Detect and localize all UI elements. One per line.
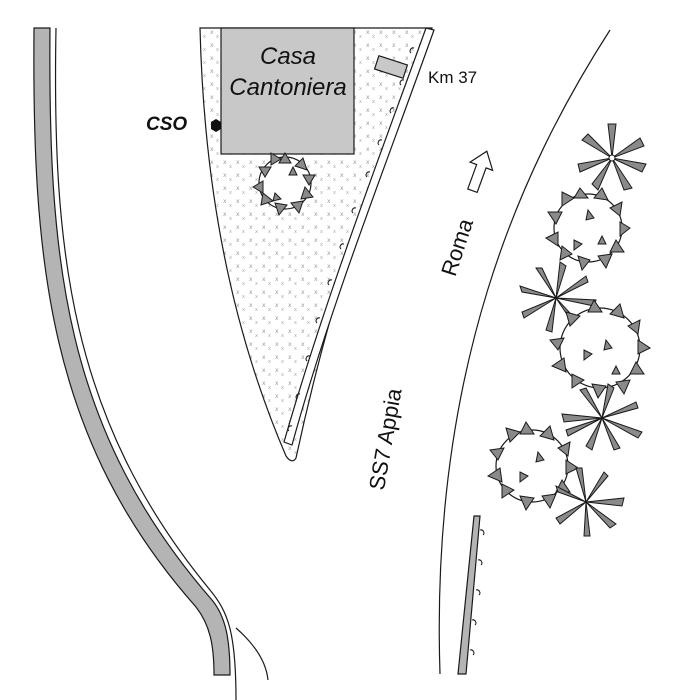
palm-tree-icon	[561, 383, 643, 451]
building	[220, 27, 355, 155]
palm-tree-icon	[555, 467, 625, 537]
arrow-up-right-icon	[467, 150, 494, 194]
marker-label: CSO	[146, 114, 188, 135]
hexagon-marker-icon	[211, 119, 221, 132]
km-label: Km 37	[428, 68, 478, 87]
tree-icon	[486, 421, 579, 512]
palm-tree-icon	[519, 261, 597, 333]
building-label-line1: Casa	[259, 43, 317, 70]
island-kerb-rail	[283, 27, 435, 446]
tree-icon	[549, 299, 651, 400]
milestone-icon	[373, 54, 409, 80]
tree-icon	[545, 187, 631, 272]
left-road-gray-strip	[33, 27, 231, 676]
left-road-outer-edge	[54, 27, 237, 700]
star-plant-icon	[577, 123, 647, 191]
right-curb-rail	[457, 515, 481, 675]
right-road-edge	[438, 29, 611, 675]
kerb-bumps	[287, 47, 415, 432]
tree-icon	[252, 152, 316, 217]
left-road-inner-edge	[235, 627, 269, 681]
right-curb-bumps	[469, 529, 485, 656]
building-label-line2: Cantoniera	[229, 74, 347, 101]
